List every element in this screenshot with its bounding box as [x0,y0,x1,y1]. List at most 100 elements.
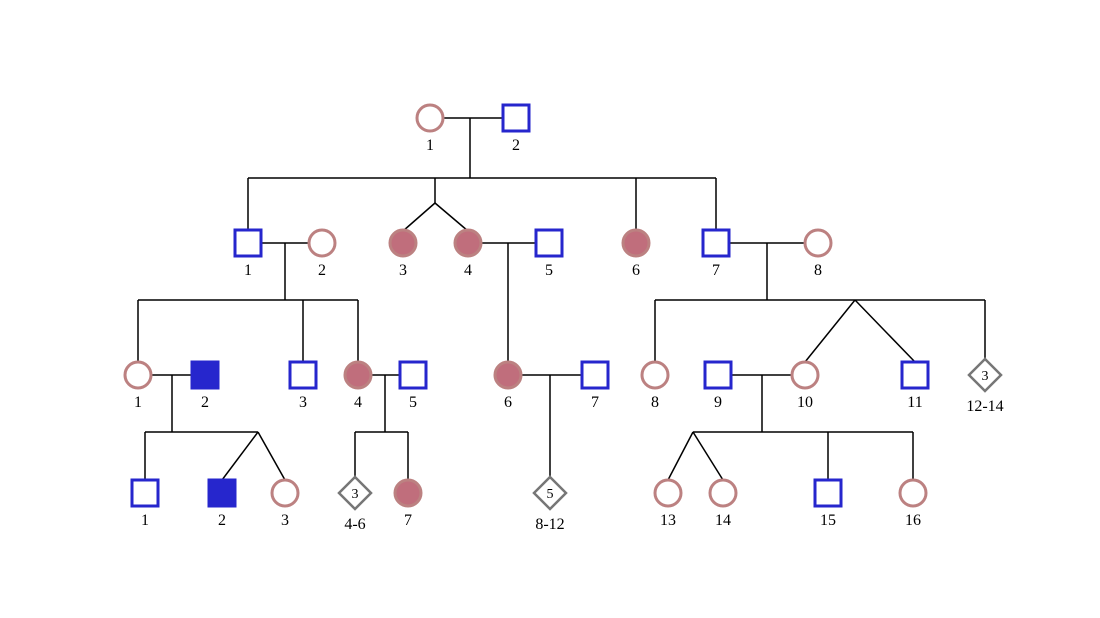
relationship-line [257,431,286,481]
diamond-count: 5 [547,487,554,502]
node-label: 12-14 [966,398,1003,415]
unknown-sex-group-icon [532,475,568,511]
relationship-line [692,431,724,481]
female-affected-icon [343,360,373,390]
node-label: 4 [464,262,472,279]
node-label: 2 [512,137,520,154]
pedigree-node-III-5: 5 [398,360,428,411]
node-label: 2 [218,512,226,529]
male-icon [813,478,843,508]
pedigree-node-III-9: 9 [703,360,733,411]
node-label: 8-12 [535,516,564,533]
female-icon [640,360,670,390]
relationship-line [804,299,856,363]
node-label: 16 [905,512,921,529]
pedigree-node-I-1: 1 [415,103,445,154]
pedigree-node-III-12-14: 3 12-14 [966,357,1004,415]
node-label: 2 [201,394,209,411]
pedigree-node-III-8: 8 [640,360,670,411]
pedigree-node-IV-14: 14 [708,478,738,529]
pedigree-node-IV-13: 13 [653,478,683,529]
node-label: 1 [141,512,149,529]
female-affected-icon [621,228,651,258]
pedigree-node-I-2: 2 [501,103,531,154]
pedigree-node-II-4: 4 [453,228,483,279]
node-label: 10 [797,394,813,411]
node-label: 8 [651,394,659,411]
male-icon [501,103,531,133]
node-label: 3 [281,512,289,529]
node-label: 3 [299,394,307,411]
node-label: 5 [545,262,553,279]
diamond-count: 3 [352,487,359,502]
female-affected-icon [388,228,418,258]
node-label: 1 [426,137,434,154]
female-icon [415,103,445,133]
pedigree-node-IV-2: 2 [207,478,237,529]
male-icon [580,360,610,390]
unknown-sex-group-icon [967,357,1003,393]
female-icon [270,478,300,508]
pedigree-node-IV-4-6: 34-6 [337,475,373,533]
pedigree-node-III-10: 10 [790,360,820,411]
node-label: 1 [134,394,142,411]
pedigree-node-II-8: 8 [803,228,833,279]
unknown-sex-group-icon [337,475,373,511]
pedigree-node-III-7: 7 [580,360,610,411]
pedigree-node-III-1: 1 [123,360,153,411]
pedigree-node-II-6: 6 [621,228,651,279]
male-affected-icon [190,360,220,390]
node-label: 9 [714,394,722,411]
male-icon [534,228,564,258]
female-icon [790,360,820,390]
node-label: 4 [354,394,362,411]
node-label: 5 [409,394,417,411]
node-label: 6 [504,394,512,411]
female-affected-icon [453,228,483,258]
pedigree-node-II-5: 5 [534,228,564,279]
pedigree-node-IV-8-12: 5 8-12 [532,475,568,533]
pedigree-node-IV-3: 3 [270,478,300,529]
pedigree-node-II-3: 3 [388,228,418,279]
node-label: 14 [715,512,731,529]
pedigree-node-IV-16: 16 [898,478,928,529]
female-affected-icon [393,478,423,508]
female-icon [653,478,683,508]
relationship-line [221,431,259,481]
pedigree-node-III-4: 4 [343,360,373,411]
node-label: 7 [591,394,599,411]
male-icon [398,360,428,390]
male-icon [130,478,160,508]
relationship-line [667,431,694,481]
pedigree-node-IV-7: 7 [393,478,423,529]
node-label: 7 [404,512,412,529]
node-label: 13 [660,512,676,529]
pedigree-node-II-2: 2 [307,228,337,279]
node-label: 3 [399,262,407,279]
pedigree-node-III-3: 3 [288,360,318,411]
relationship-line [434,202,469,232]
female-affected-icon [493,360,523,390]
pedigree-node-III-11: 11 [900,360,930,411]
male-icon [288,360,318,390]
node-label: 7 [712,262,720,279]
pedigree-node-IV-15: 15 [813,478,843,529]
node-label: 1 [244,262,252,279]
pedigree-node-IV-1: 1 [130,478,160,529]
female-icon [898,478,928,508]
pedigree-node-III-6: 6 [493,360,523,411]
male-icon [701,228,731,258]
pedigree-node-II-7: 7 [701,228,731,279]
relationship-line [854,299,916,363]
female-icon [803,228,833,258]
diamond-count: 3 [982,369,989,384]
female-icon [307,228,337,258]
node-label: 8 [814,262,822,279]
female-icon [123,360,153,390]
node-label: 2 [318,262,326,279]
node-label: 6 [632,262,640,279]
node-label: 15 [820,512,836,529]
male-icon [233,228,263,258]
